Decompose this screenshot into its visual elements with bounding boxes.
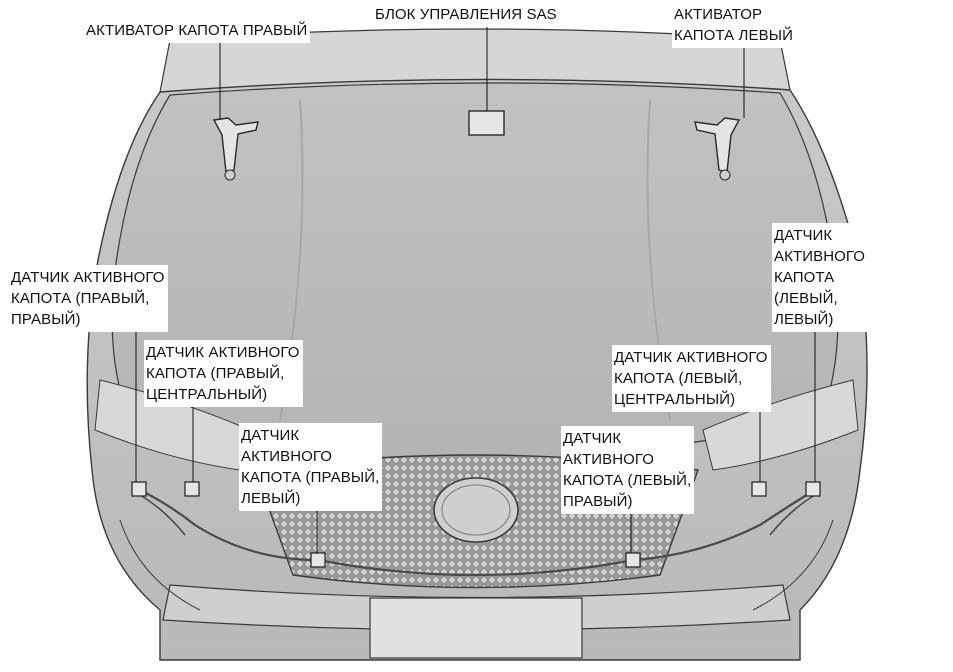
sensor-left-left-icon bbox=[805, 481, 821, 497]
sas-unit-icon bbox=[468, 110, 505, 136]
sensor-harness bbox=[139, 489, 816, 577]
headlight-left bbox=[702, 379, 859, 471]
label-sensor-left-right: ДАТЧИК АКТИВНОГО КАПОТА (ЛЕВЫЙ, ПРАВЫЙ) bbox=[561, 426, 695, 514]
sensor-left-right-icon bbox=[625, 552, 641, 568]
sensor-right-center-icon bbox=[184, 481, 200, 497]
sensor-left-center-icon bbox=[751, 481, 767, 497]
label-actuator-left: АКТИВАТОР КАПОТА ЛЕВЫЙ bbox=[672, 2, 796, 48]
label-sensor-left-center: ДАТЧИК АКТИВНОГО КАПОТА (ЛЕВЫЙ, ЦЕНТРАЛЬ… bbox=[612, 345, 771, 412]
label-sensor-right-right: ДАТЧИК АКТИВНОГО КАПОТА (ПРАВЫЙ, ПРАВЫЙ) bbox=[9, 265, 168, 332]
label-actuator-right: АКТИВАТОР КАПОТА ПРАВЫЙ bbox=[84, 18, 311, 43]
sensor-right-left-icon bbox=[310, 552, 326, 568]
leader-lines bbox=[135, 22, 816, 553]
license-plate-area bbox=[369, 597, 583, 659]
emblem bbox=[433, 477, 519, 543]
label-sensor-right-center: ДАТЧИК АКТИВНОГО КАПОТА (ПРАВЫЙ, ЦЕНТРАЛ… bbox=[144, 340, 303, 407]
label-sas-unit: БЛОК УПРАВЛЕНИЯ SAS bbox=[373, 2, 560, 27]
sensor-right-right-icon bbox=[131, 481, 147, 497]
actuator-left-icon bbox=[694, 117, 741, 181]
label-sensor-left-left: ДАТЧИК АКТИВНОГО КАПОТА (ЛЕВЫЙ, ЛЕВЫЙ) bbox=[772, 223, 869, 332]
label-sensor-right-left: ДАТЧИК АКТИВНОГО КАПОТА (ПРАВЫЙ, ЛЕВЫЙ) bbox=[239, 423, 383, 511]
actuator-right-icon bbox=[212, 117, 259, 181]
